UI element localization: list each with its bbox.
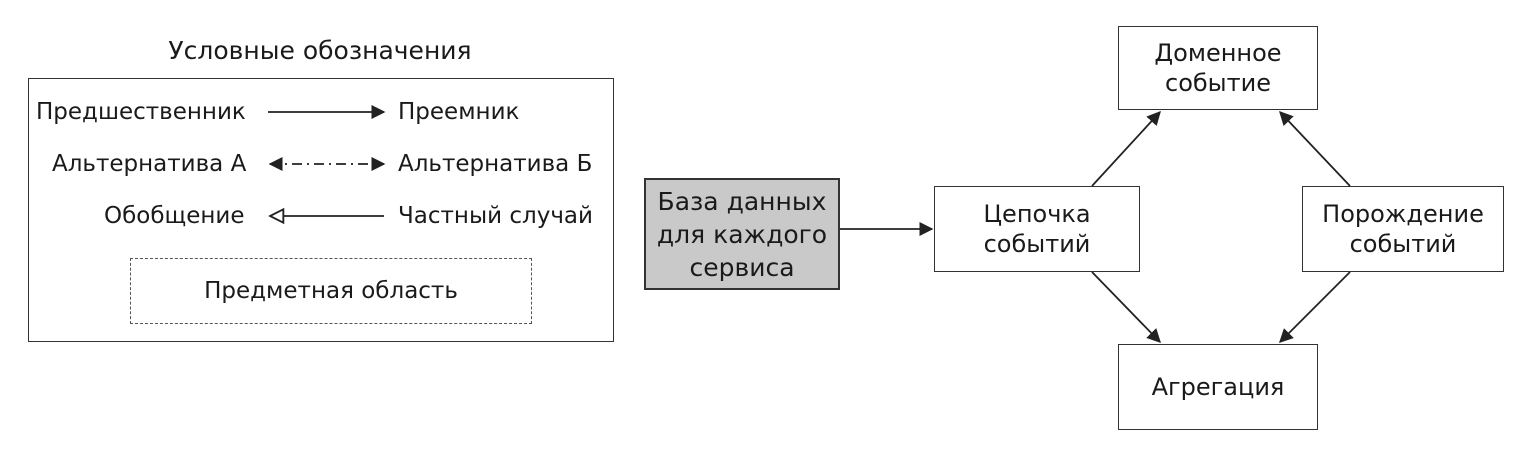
legend-predecessor-label: Предшественник [36, 99, 246, 125]
domain-event-node: Доменное событие [1118, 26, 1318, 110]
legend-domain-area: Предметная область [130, 258, 532, 324]
edge-event-generation-to-aggregate [1279, 271, 1351, 343]
legend-box [28, 78, 614, 342]
legend-special-case-label: Частный случай [398, 203, 593, 229]
event-generation-node: Порождение событий [1302, 186, 1504, 272]
aggregate-node: Агрегация [1118, 344, 1318, 430]
legend-title: Условные обозначения [168, 36, 472, 65]
legend-domain-area-label: Предметная область [204, 278, 458, 304]
database-per-service-node: База данных для каждого сервиса [644, 178, 840, 290]
legend-alt-a-label: Альтернатива А [52, 151, 247, 177]
edge-event-sourcing-to-aggregate [1091, 271, 1161, 344]
legend-alt-b-label: Альтернатива Б [398, 151, 593, 177]
event-sourcing-node: Цепочка событий [934, 186, 1140, 272]
legend-successor-label: Преемник [398, 99, 520, 125]
edge-event-sourcing-to-domain-event [1091, 110, 1161, 187]
edge-event-generation-to-domain-event [1279, 110, 1351, 187]
legend-generalization-label: Обобщение [104, 203, 245, 229]
